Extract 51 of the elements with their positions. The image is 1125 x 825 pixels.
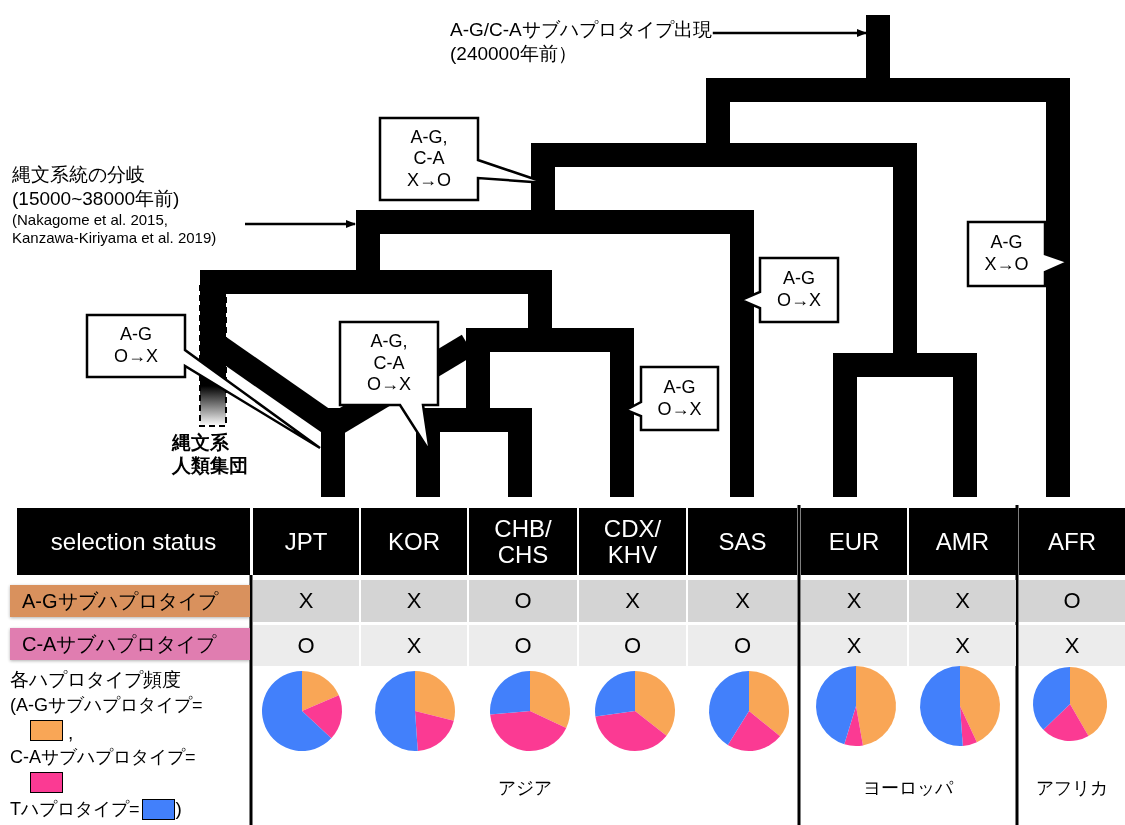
annotation-text: (240000年前） xyxy=(450,41,578,66)
legend-text: C-Aサブハプロタイプ= xyxy=(10,746,196,769)
table-cell: X xyxy=(361,625,467,666)
annotation-text: 縄文系統の分岐 xyxy=(12,163,146,187)
table-cell: O xyxy=(469,580,577,622)
header-cell: CDX/ KHV xyxy=(579,508,686,575)
header-cell: selection status xyxy=(17,508,250,575)
table-cell: X xyxy=(361,580,467,622)
table-cell: O xyxy=(688,625,797,666)
header-cell: JPT xyxy=(253,508,359,575)
table-cell: X xyxy=(909,580,1016,622)
callout-text: A-G O→X xyxy=(777,268,821,312)
annotation-text: (15000~38000年前) xyxy=(12,186,181,211)
table-cell: X xyxy=(253,580,359,622)
callout-text: A-G X→O xyxy=(984,232,1029,276)
annotation-text: A-G/C-Aサブハプロタイプ出現 xyxy=(450,18,712,42)
header-cell: SAS xyxy=(688,508,797,575)
table-cell: X xyxy=(909,625,1016,666)
region-label: アフリカ xyxy=(1034,777,1109,800)
table-cell: O xyxy=(469,625,577,666)
header-cell: AFR xyxy=(1019,508,1125,575)
punctuation: ) xyxy=(175,798,182,820)
legend-title: 各ハプロタイプ頻度 xyxy=(10,668,181,692)
table-cell: X xyxy=(801,580,907,622)
group-label: 縄文系 xyxy=(172,431,229,455)
group-label: 人類集団 xyxy=(172,454,248,478)
callout-text: A-G, C-A O→X xyxy=(367,331,411,396)
row-label: A-Gサブハプロタイプ xyxy=(10,585,250,617)
table-cell: O xyxy=(253,625,359,666)
annotation-text: (Nakagome et al. 2015, Kanzawa-Kiriyama et al. 2019) xyxy=(12,210,218,248)
table-cell: X xyxy=(801,625,907,666)
table-cell: X xyxy=(688,580,797,622)
header-cell: KOR xyxy=(361,508,467,575)
region-label: アジア xyxy=(497,777,553,800)
callout-text: A-G O→X xyxy=(114,324,158,368)
table-cell: X xyxy=(579,580,686,622)
callout-text: A-G O→X xyxy=(657,376,702,421)
arrow xyxy=(712,29,867,37)
header-cell: CHB/ CHS xyxy=(469,508,577,575)
punctuation: , xyxy=(68,722,74,744)
table-cell: O xyxy=(579,625,686,666)
header-cell: AMR xyxy=(909,508,1016,575)
region-label: ヨーロッパ xyxy=(862,777,955,800)
table-cell: O xyxy=(1019,580,1125,622)
legend-text: (A-Gサブハプロタイプ= xyxy=(10,694,203,717)
arrow xyxy=(245,220,356,228)
row-label: C-Aサブハプロタイプ xyxy=(10,628,250,660)
header-cell: EUR xyxy=(801,508,907,575)
legend-text: Tハプロタイプ= xyxy=(10,798,140,821)
callout-text: A-G, C-A X→O xyxy=(407,126,451,192)
table-cell: X xyxy=(1019,625,1125,666)
